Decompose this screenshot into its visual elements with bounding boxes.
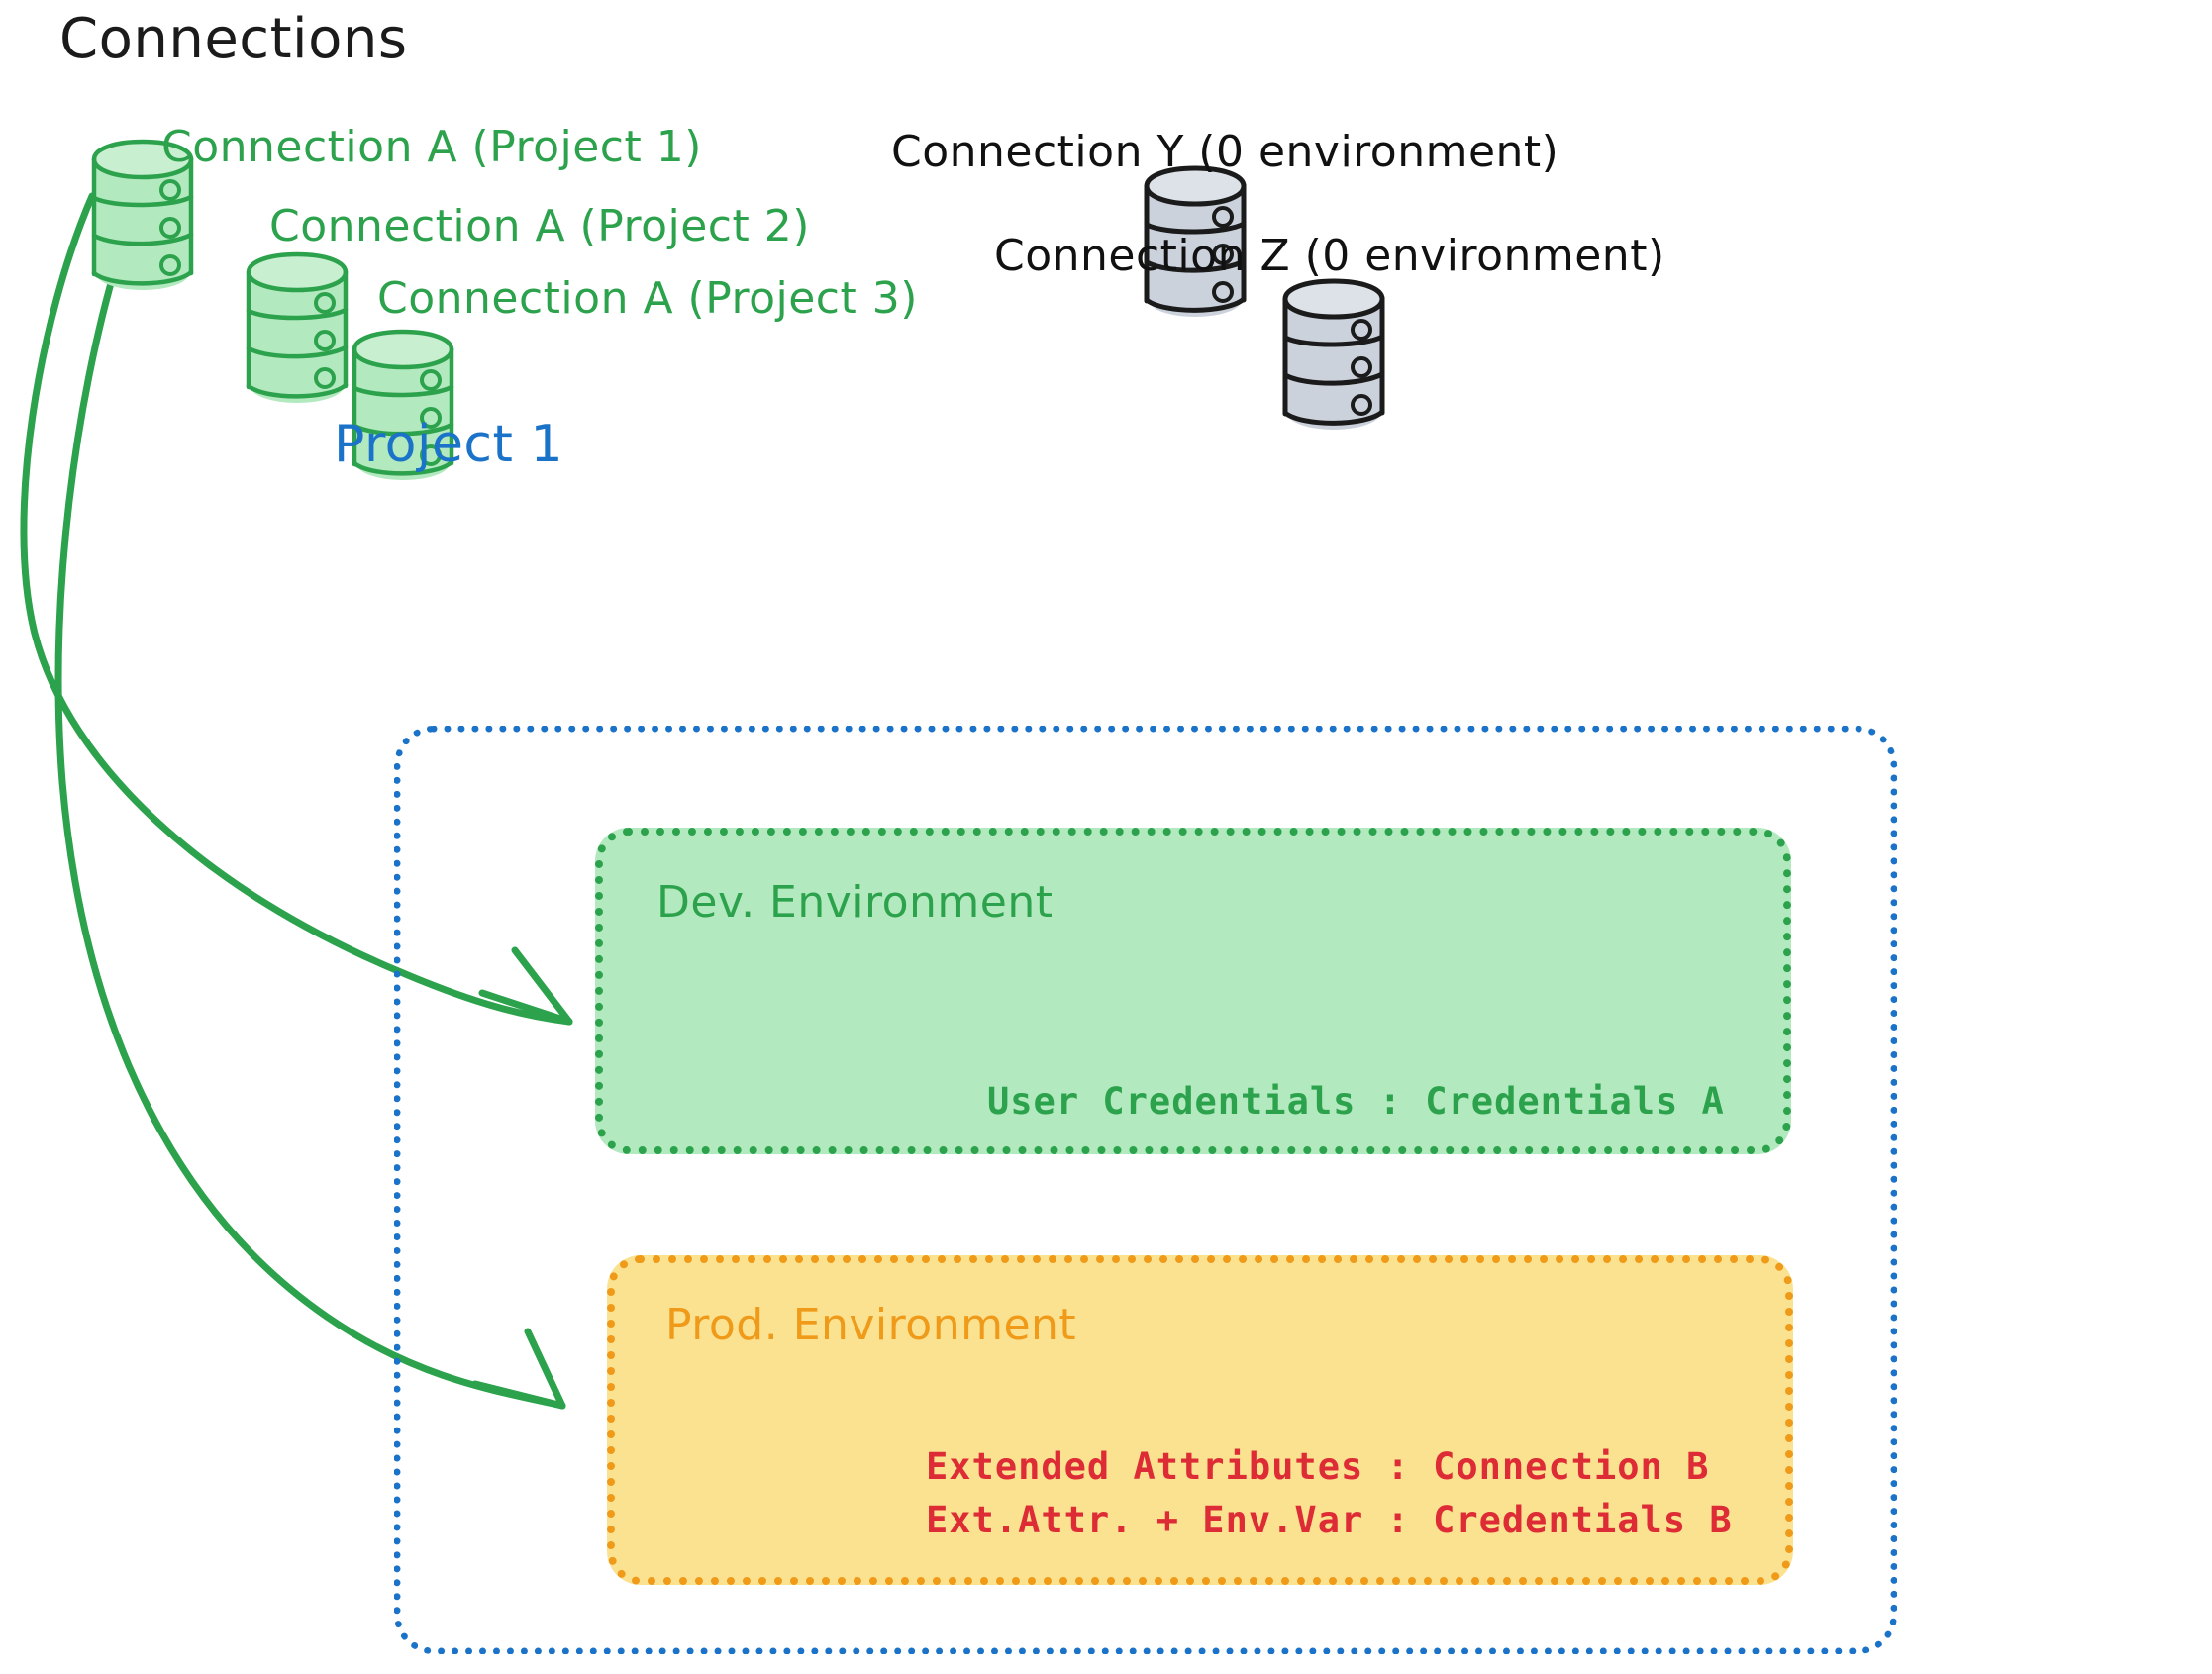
project-title: Project 1 [334, 415, 564, 474]
dev-environment-box[interactable] [595, 828, 1791, 1154]
project-container-box [394, 726, 1897, 1654]
prod-environment-title: Prod. Environment [665, 1300, 1077, 1350]
dev-environment-credentials-line: User Credentials : Credentials A [987, 1080, 1725, 1123]
connection-label-z: Connection Z (0 environment) [994, 231, 1665, 281]
prod-environment-extended-attributes-line: Extended Attributes : Connection B [926, 1445, 1710, 1488]
dev-environment-title: Dev. Environment [656, 877, 1054, 928]
connection-label-a-project-2: Connection A (Project 2) [269, 201, 810, 251]
database-cylinder-icon-connection-a-project-2[interactable] [246, 251, 349, 403]
page-title: Connections [59, 7, 408, 71]
connection-label-a-project-1: Connection A (Project 1) [161, 122, 702, 172]
prod-environment-env-var-line: Ext.Attr. + Env.Var : Credentials B [926, 1499, 1733, 1541]
prod-environment-box[interactable] [607, 1255, 1793, 1585]
connection-label-y: Connection Y (0 environment) [891, 127, 1559, 177]
connection-label-a-project-3: Connection A (Project 3) [377, 273, 918, 324]
database-cylinder-icon-connection-z[interactable] [1282, 278, 1385, 430]
